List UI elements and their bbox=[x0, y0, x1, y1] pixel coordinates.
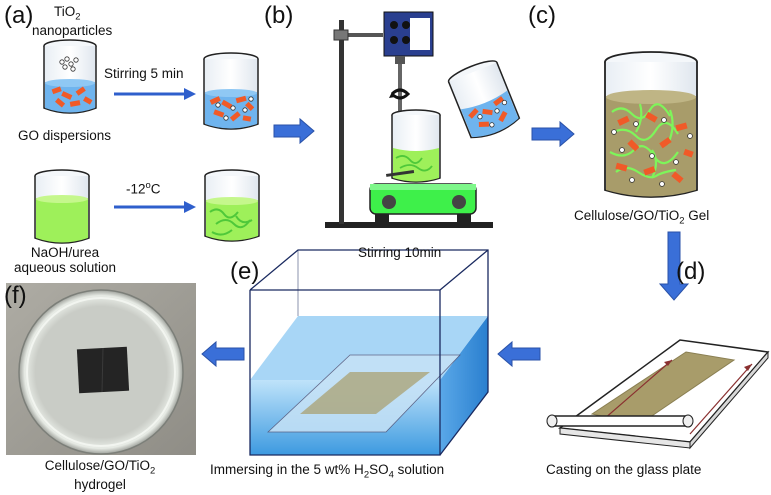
go-dispersions-label: GO dispersions bbox=[18, 128, 112, 143]
arrow-a-to-b bbox=[273, 117, 315, 145]
nanoparticles-label: nanoparticles bbox=[32, 23, 113, 38]
hydrogel-photo bbox=[6, 283, 196, 455]
beaker-naoh-urea bbox=[34, 169, 90, 244]
panel-label-c: (c) bbox=[528, 2, 556, 29]
stirring-apparatus bbox=[325, 11, 521, 228]
arrow-c-to-d bbox=[658, 231, 690, 301]
panel-label-e: (e) bbox=[230, 258, 260, 285]
arrow-d-to-e bbox=[497, 340, 541, 368]
arrow-b-to-c bbox=[531, 120, 575, 148]
stirring-5min-label: Stirring 5 min bbox=[104, 66, 184, 81]
arrow-stirring-5min bbox=[114, 88, 196, 100]
beaker-cellulose-solution bbox=[204, 169, 260, 242]
acid-bath-tank bbox=[249, 249, 489, 456]
immersing-label: Immersing in the 5 wt% H2SO4 solution bbox=[210, 462, 445, 481]
temperature-label: -12oC bbox=[126, 180, 161, 197]
tio2-label: TiO2 bbox=[54, 4, 81, 23]
panel-label-f: (f) bbox=[4, 282, 27, 309]
beaker-go-dispersion bbox=[43, 39, 97, 114]
casting-label: Casting on the glass plate bbox=[546, 462, 702, 477]
arrow-cooling bbox=[114, 201, 196, 213]
casting-setup bbox=[546, 339, 770, 450]
beaker-gel bbox=[604, 51, 698, 198]
stirring-10min-label: Stirring 10min bbox=[358, 245, 442, 260]
panel-label-a: (a) bbox=[4, 2, 34, 29]
panel-label-d: (d) bbox=[676, 258, 706, 285]
gel-label: Cellulose/GO/TiO2 Gel bbox=[574, 208, 710, 227]
panel-label-b: (b) bbox=[264, 2, 294, 29]
arrow-e-to-f bbox=[201, 340, 245, 368]
beaker-stirred-dispersion bbox=[203, 52, 259, 130]
